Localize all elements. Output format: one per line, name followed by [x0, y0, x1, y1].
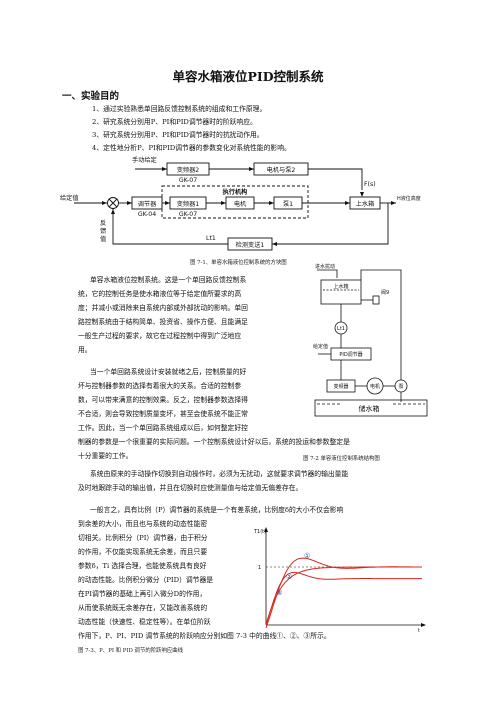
valve-shape	[372, 295, 380, 305]
paragraph-line: 的动态性能。比例积分微分（PID）调节器是	[78, 576, 214, 584]
curve-label-1: ①	[304, 552, 310, 560]
reservoir-label: 储水箱	[359, 404, 380, 413]
level-label: 1	[258, 565, 261, 571]
svg-text:值: 值	[100, 235, 106, 243]
paragraph-line: 从而使系统既无余差存在，又能改善系统的	[78, 604, 208, 612]
section-heading: 一、实验目的	[62, 91, 120, 102]
pid-box	[330, 347, 372, 361]
manual-setpoint-label: 手动给定	[132, 156, 157, 164]
setpoint-label: 给定值	[313, 343, 328, 350]
curve-p	[265, 571, 422, 626]
paragraph-line: 一般生产过程的要求，故它在过程控制中得到广泛地应	[78, 332, 242, 340]
paragraph-line: 数，可以带来满意的控制效果。反之，控制器参数选择得	[78, 396, 248, 404]
curve-label-2: ②	[286, 573, 292, 581]
figure-caption: 图 7-3、P、PI 和 PID 调节的阶跃响应曲线	[78, 648, 184, 654]
summing-junction	[107, 197, 119, 209]
objective-item: 4、定性地分析P、PI和PID调节器的参数变化对系统性能的影响。	[92, 144, 291, 152]
converter-label: 变频器	[333, 383, 348, 390]
motor-label: 电机	[234, 200, 247, 208]
gk07-label: GK-07	[179, 211, 197, 218]
y-axis-label: T1(t)	[253, 529, 266, 535]
output-label: H液位高度	[397, 195, 421, 202]
paragraph-line: 当一个单回路系统设计安装就绪之后，控制质量的好	[90, 368, 247, 376]
reservoir-shape	[314, 399, 428, 417]
paragraph-line: 路控制系统由于结构简单、投资省、操作方便、且能满足	[78, 318, 248, 326]
pid-label: PID调节器	[339, 351, 362, 358]
disturbance-label: F(s)	[364, 181, 376, 188]
converter1-label: 变频器1	[177, 200, 200, 208]
paragraph-line: 不合适，则会导致控制质量变坏，甚至会使系统不能正常	[78, 410, 248, 418]
curve-pid	[265, 566, 422, 626]
objective-item: 3、研究系统分别用P、PI和PID调节器时的抗扰动作用。	[92, 131, 264, 139]
svg-text:反: 反	[100, 219, 106, 227]
paragraph-line: 一般言之，具有比例（P）调节器的系统是一个有差系统，比例度δ的大小不仅会影响	[90, 506, 344, 514]
paragraph-line: 参数δ，Ti 选择合理，也能使系统具有良好	[78, 562, 207, 570]
figure-caption: 图 7-1、单容水箱液位控制系统的方块图	[190, 260, 287, 266]
inflow-label: 进水扰动	[315, 263, 335, 270]
gk04-label: GK-04	[138, 211, 156, 218]
paragraph-line: 统，它的控制任务是使水箱液位等于给定值所要求的高	[78, 290, 242, 298]
lt1-label: Lt1	[206, 235, 216, 242]
paragraph-line: 在PI调节器的基础上再引入微分D的作用，	[78, 590, 207, 598]
paragraph-line: 度；并减小或消除来自系统内部或外部扰动的影响。单回	[78, 304, 248, 312]
motor-label: 电机	[370, 383, 380, 390]
converter2-label: 变频器2	[177, 166, 200, 174]
page-title: 单容水箱液位PID控制系统	[172, 69, 324, 84]
x-axis-label: t	[418, 628, 420, 633]
valve-label: 阀9	[381, 289, 389, 296]
paragraph-line: 单容水箱液位控制系统。这是一个单回路反馈控制系	[90, 276, 247, 284]
motor-pump2-label: 电机与泵2	[267, 166, 296, 174]
lt1-label: Lt1	[337, 326, 345, 332]
pump1-label: 泵1	[283, 201, 293, 208]
paragraph-line: 系统由原来的手动操作切换到自动操作时，必须为无扰动，这就要求调节器的输出量能	[90, 470, 349, 478]
objective-item: 1、通过实验熟悉单回路反馈控制系统的组成和工作原理。	[92, 105, 267, 113]
objective-item: 2、研究系统分别用P、PI和PID调节器时的阶跃响应。	[92, 118, 257, 126]
structure-diagram: 进水扰动 上水箱 阀9 Lt1 给定值 PID调节器 变频器 电机 泵 储水箱	[313, 263, 428, 417]
upper-tank-label: 上水箱	[333, 283, 348, 290]
paragraph-line: 切相关。比例积分（PI）调节器，由于积分	[78, 534, 208, 542]
step-response-figure: T1(t) t 1 ① ② ③	[253, 527, 426, 633]
transmitter-label: 检测变送1	[236, 241, 265, 249]
paragraph-line: 及时地跟踪手动的输出值，并且在切换时应使测量值与给定值无偏差存在。	[78, 484, 303, 492]
feedback-label: 反 馈 值	[100, 219, 106, 243]
paragraph-line: 动态性能（快速性、稳定性等）。在单位阶跃	[78, 618, 211, 626]
regulator-label: 调节器	[138, 200, 157, 208]
block-diagram: 手动给定 变频器2 GK-07 电机与泵2 执行机构 给定值 调节器 GK-04…	[60, 156, 421, 251]
paragraph-line: 工作。因此，当一个单回路系统组成以后，如何整定好控	[78, 424, 248, 432]
paragraph-line: 的作用，不仅能实现系统无余差，而且只要	[78, 548, 208, 556]
paragraph-line: 作用下，P、PI、PID 调节系统的阶跃响应分别如图 7-3 中的曲线①、②、③…	[78, 632, 331, 640]
paragraph-line: 十分重要的工作。	[78, 452, 133, 460]
svg-text:馈: 馈	[100, 227, 106, 235]
paragraph-line: 制器的参数是一个很重要的实际问题。一个控制系统设计好以后，系统的投运和参数整定是	[78, 438, 350, 446]
actuator-label: 执行机构	[223, 188, 248, 196]
setpoint-label: 给定值	[60, 194, 79, 202]
gk07-label: GK-07	[179, 177, 197, 184]
paragraph-line: 到余差的大小，而且也与系统的动态性能密	[78, 520, 208, 528]
upper-tank-label: 上水箱	[356, 200, 375, 208]
curve-pi	[265, 557, 422, 629]
pump-label: 泵	[398, 384, 403, 390]
figure-caption: 图 7-2 单容液位控制系统结构图	[303, 456, 380, 462]
paragraph-line: 坏与控制器参数的选择有着很大的关系。合适的控制参	[78, 382, 242, 390]
paragraph-line: 用。	[78, 346, 92, 354]
curve-label-3: ③	[276, 589, 282, 597]
